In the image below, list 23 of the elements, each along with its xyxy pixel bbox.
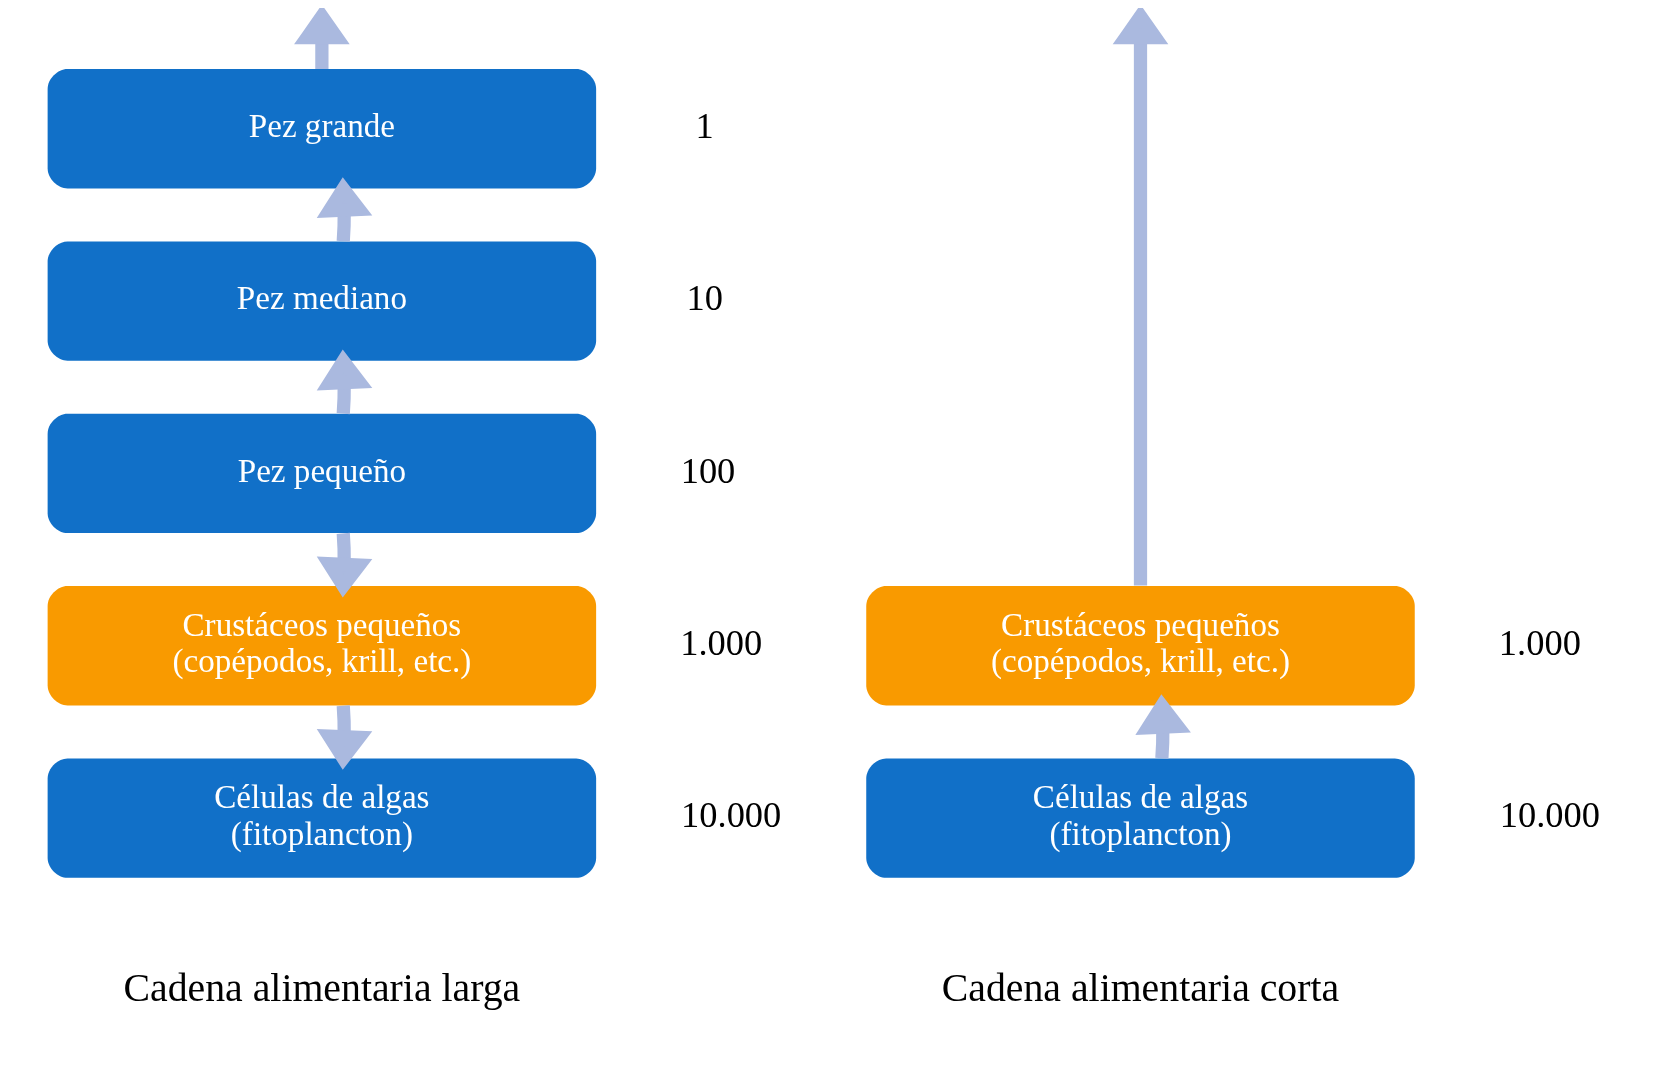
node-label: 100 (680, 450, 735, 491)
arrow (316, 177, 372, 242)
arrow (1134, 694, 1191, 759)
arrow (293, 8, 350, 69)
arrow (1112, 8, 1168, 586)
node-box: Crustáceos pequeños (copépodos, krill, etc.) (47, 586, 596, 706)
arrow (316, 532, 372, 598)
label: Cadena alimentaria larga (123, 965, 520, 1010)
node-label: 1.000 (679, 623, 762, 664)
node-label: 1.000 (1498, 623, 1581, 664)
arrow (316, 705, 372, 770)
node-box: Pez pequeño (47, 413, 596, 534)
node-label: 10.000 (1499, 795, 1600, 836)
arrow (316, 349, 372, 415)
label: Cadena alimentaria corta (941, 965, 1339, 1010)
node-box: Pez mediano (47, 241, 596, 361)
node-label: 10.000 (680, 795, 781, 836)
node-box: Células de algas (fitoplancton) (865, 758, 1415, 878)
node-label: 1 (695, 106, 714, 147)
node-box: Pez grande (47, 69, 596, 189)
node-box: Células de algas (fitoplancton) (47, 758, 596, 878)
node-label: 10 (685, 278, 723, 319)
node-box: Crustáceos pequeños (copépodos, krill, etc.) (865, 586, 1415, 706)
